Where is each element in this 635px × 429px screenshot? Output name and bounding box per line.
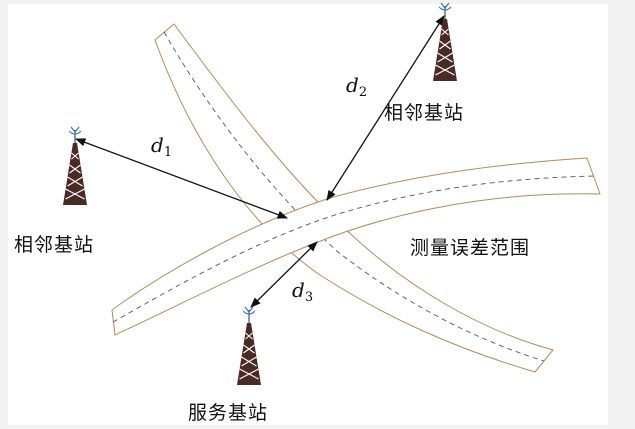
error-band-2-centerline — [112, 175, 595, 323]
neighbor-tower-icon-left — [62, 126, 88, 206]
neighbor-station-label-top: 相邻基站 — [384, 102, 465, 124]
neighbor-tower-icon-top — [432, 2, 458, 82]
d3-arrow — [250, 241, 318, 308]
d1-label: d1 — [151, 133, 173, 160]
d1-arrow — [75, 138, 288, 219]
neighbor-station-label-left: 相邻基站 — [14, 234, 95, 256]
d3-label: d3 — [292, 278, 314, 305]
error-band-1-centerline — [163, 31, 545, 362]
error-range-label: 测量误差范围 — [410, 237, 531, 259]
d2-arrow — [326, 15, 445, 201]
serving-station-label: 服务基站 — [188, 402, 269, 424]
d2-label: d2 — [346, 73, 368, 100]
serving-tower-icon — [236, 306, 262, 386]
